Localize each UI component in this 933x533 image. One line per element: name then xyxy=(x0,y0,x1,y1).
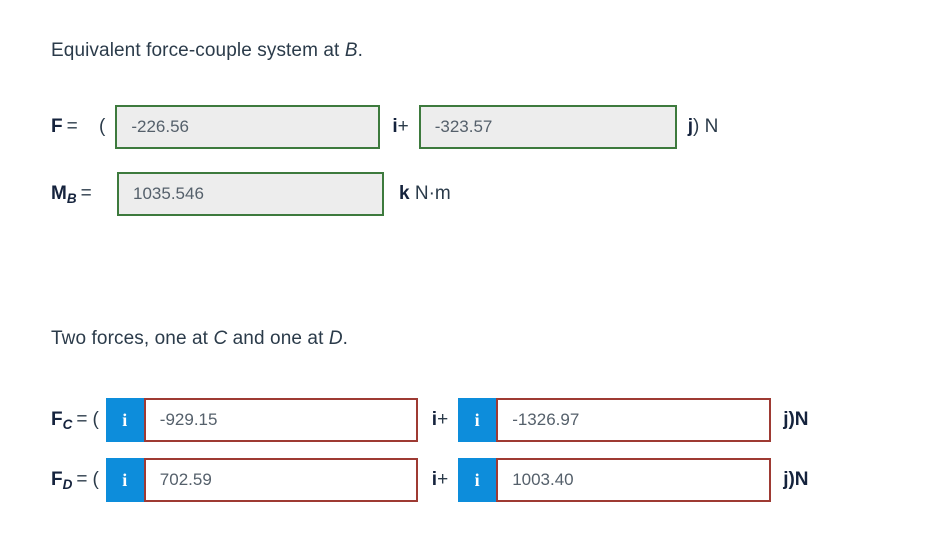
label-moment-mb-equals: = xyxy=(80,183,92,204)
plus-sign-force-f: + xyxy=(397,116,409,137)
answer-row-force-f: F= ( -226.56 i+ -323.57 j) N xyxy=(51,105,718,149)
label-force-fc-symbol: F xyxy=(51,409,63,430)
input-force-fc-i-component[interactable]: -929.15 xyxy=(143,398,418,442)
prompt-1-point-b: B xyxy=(344,40,358,61)
prompt-1-post: . xyxy=(357,40,363,61)
unit-force-fc: j)N xyxy=(783,409,808,431)
input-moment-mb-k-component[interactable]: 1035.546 xyxy=(117,172,384,216)
open-paren-force-fc: ( xyxy=(92,409,99,430)
prompt-2-post: . xyxy=(342,328,349,349)
info-icon-force-fc-j[interactable]: i xyxy=(458,398,497,442)
unit-force-f-newton: ) N xyxy=(693,116,719,137)
prompt-text-two-forces: Two forces, one at C and one at D. xyxy=(51,327,348,351)
label-moment-mb-symbol: M xyxy=(51,183,67,204)
unit-vector-j-label: j xyxy=(687,116,693,137)
input-force-fd-i-component[interactable]: 702.59 xyxy=(143,458,418,502)
unit-force-fd-newton: )N xyxy=(788,469,809,490)
unit-force-fc-newton: )N xyxy=(788,409,809,430)
input-force-f-j-component[interactable]: -323.57 xyxy=(418,105,677,149)
operator-force-f-i-plus: i+ xyxy=(392,116,408,138)
field-group-force-fd-j: i 1003.40 xyxy=(458,458,772,502)
label-force-fd-equals: = xyxy=(76,469,88,490)
prompt-2-point-d: D xyxy=(328,328,343,349)
label-force-f-symbol: F xyxy=(51,116,63,137)
info-icon-force-fd-j[interactable]: i xyxy=(458,458,497,502)
unit-force-fd: j)N xyxy=(783,469,808,491)
unit-vector-k-label: k xyxy=(399,183,410,204)
label-force-fc-equals: = xyxy=(76,409,88,430)
field-group-force-fd-i: i 702.59 xyxy=(105,458,418,502)
prompt-2-point-c: C xyxy=(213,328,228,349)
unit-vector-j-label: j xyxy=(783,469,789,490)
label-force-f: F= xyxy=(51,116,99,138)
prompt-2-mid: and one at xyxy=(227,328,329,349)
plus-sign-force-fc: + xyxy=(437,409,449,430)
unit-moment-mb-newton-metre: N·m xyxy=(409,183,451,204)
label-force-f-equals: = xyxy=(66,116,78,137)
field-group-force-fc-j: i -1326.97 xyxy=(458,398,772,442)
unit-vector-j-label: j xyxy=(783,409,789,430)
unit-moment-mb: k N·m xyxy=(399,183,451,205)
field-group-force-fc-i: i -929.15 xyxy=(105,398,418,442)
prompt-1-pre: Equivalent force-couple system at xyxy=(51,40,345,61)
info-icon-force-fc-i[interactable]: i xyxy=(105,398,144,442)
input-force-f-i-component[interactable]: -226.56 xyxy=(115,105,381,149)
label-force-fd-symbol: F xyxy=(51,469,63,490)
unit-force-f: j) N xyxy=(688,116,719,138)
open-paren-force-fd: ( xyxy=(92,469,99,490)
info-icon-force-fd-i[interactable]: i xyxy=(105,458,144,502)
open-paren-force-f: ( xyxy=(99,116,106,137)
label-moment-mb-subscript: B xyxy=(66,191,77,206)
unit-vector-i-label: i xyxy=(392,116,398,137)
plus-sign-force-fd: + xyxy=(437,469,449,490)
unit-vector-i-label: i xyxy=(431,409,438,430)
operator-force-fd-i-plus: i+ xyxy=(432,469,448,491)
prompt-2-pre: Two forces, one at xyxy=(51,328,214,349)
label-force-fd-subscript: D xyxy=(62,477,73,492)
input-force-fc-j-component[interactable]: -1326.97 xyxy=(496,398,772,442)
prompt-text-equivalent-system: Equivalent force-couple system at B. xyxy=(51,39,363,63)
input-force-fd-j-component[interactable]: 1003.40 xyxy=(496,458,772,502)
unit-vector-i-label: i xyxy=(431,469,438,490)
label-force-fc-subscript: C xyxy=(62,417,73,432)
operator-force-fc-i-plus: i+ xyxy=(432,409,448,431)
